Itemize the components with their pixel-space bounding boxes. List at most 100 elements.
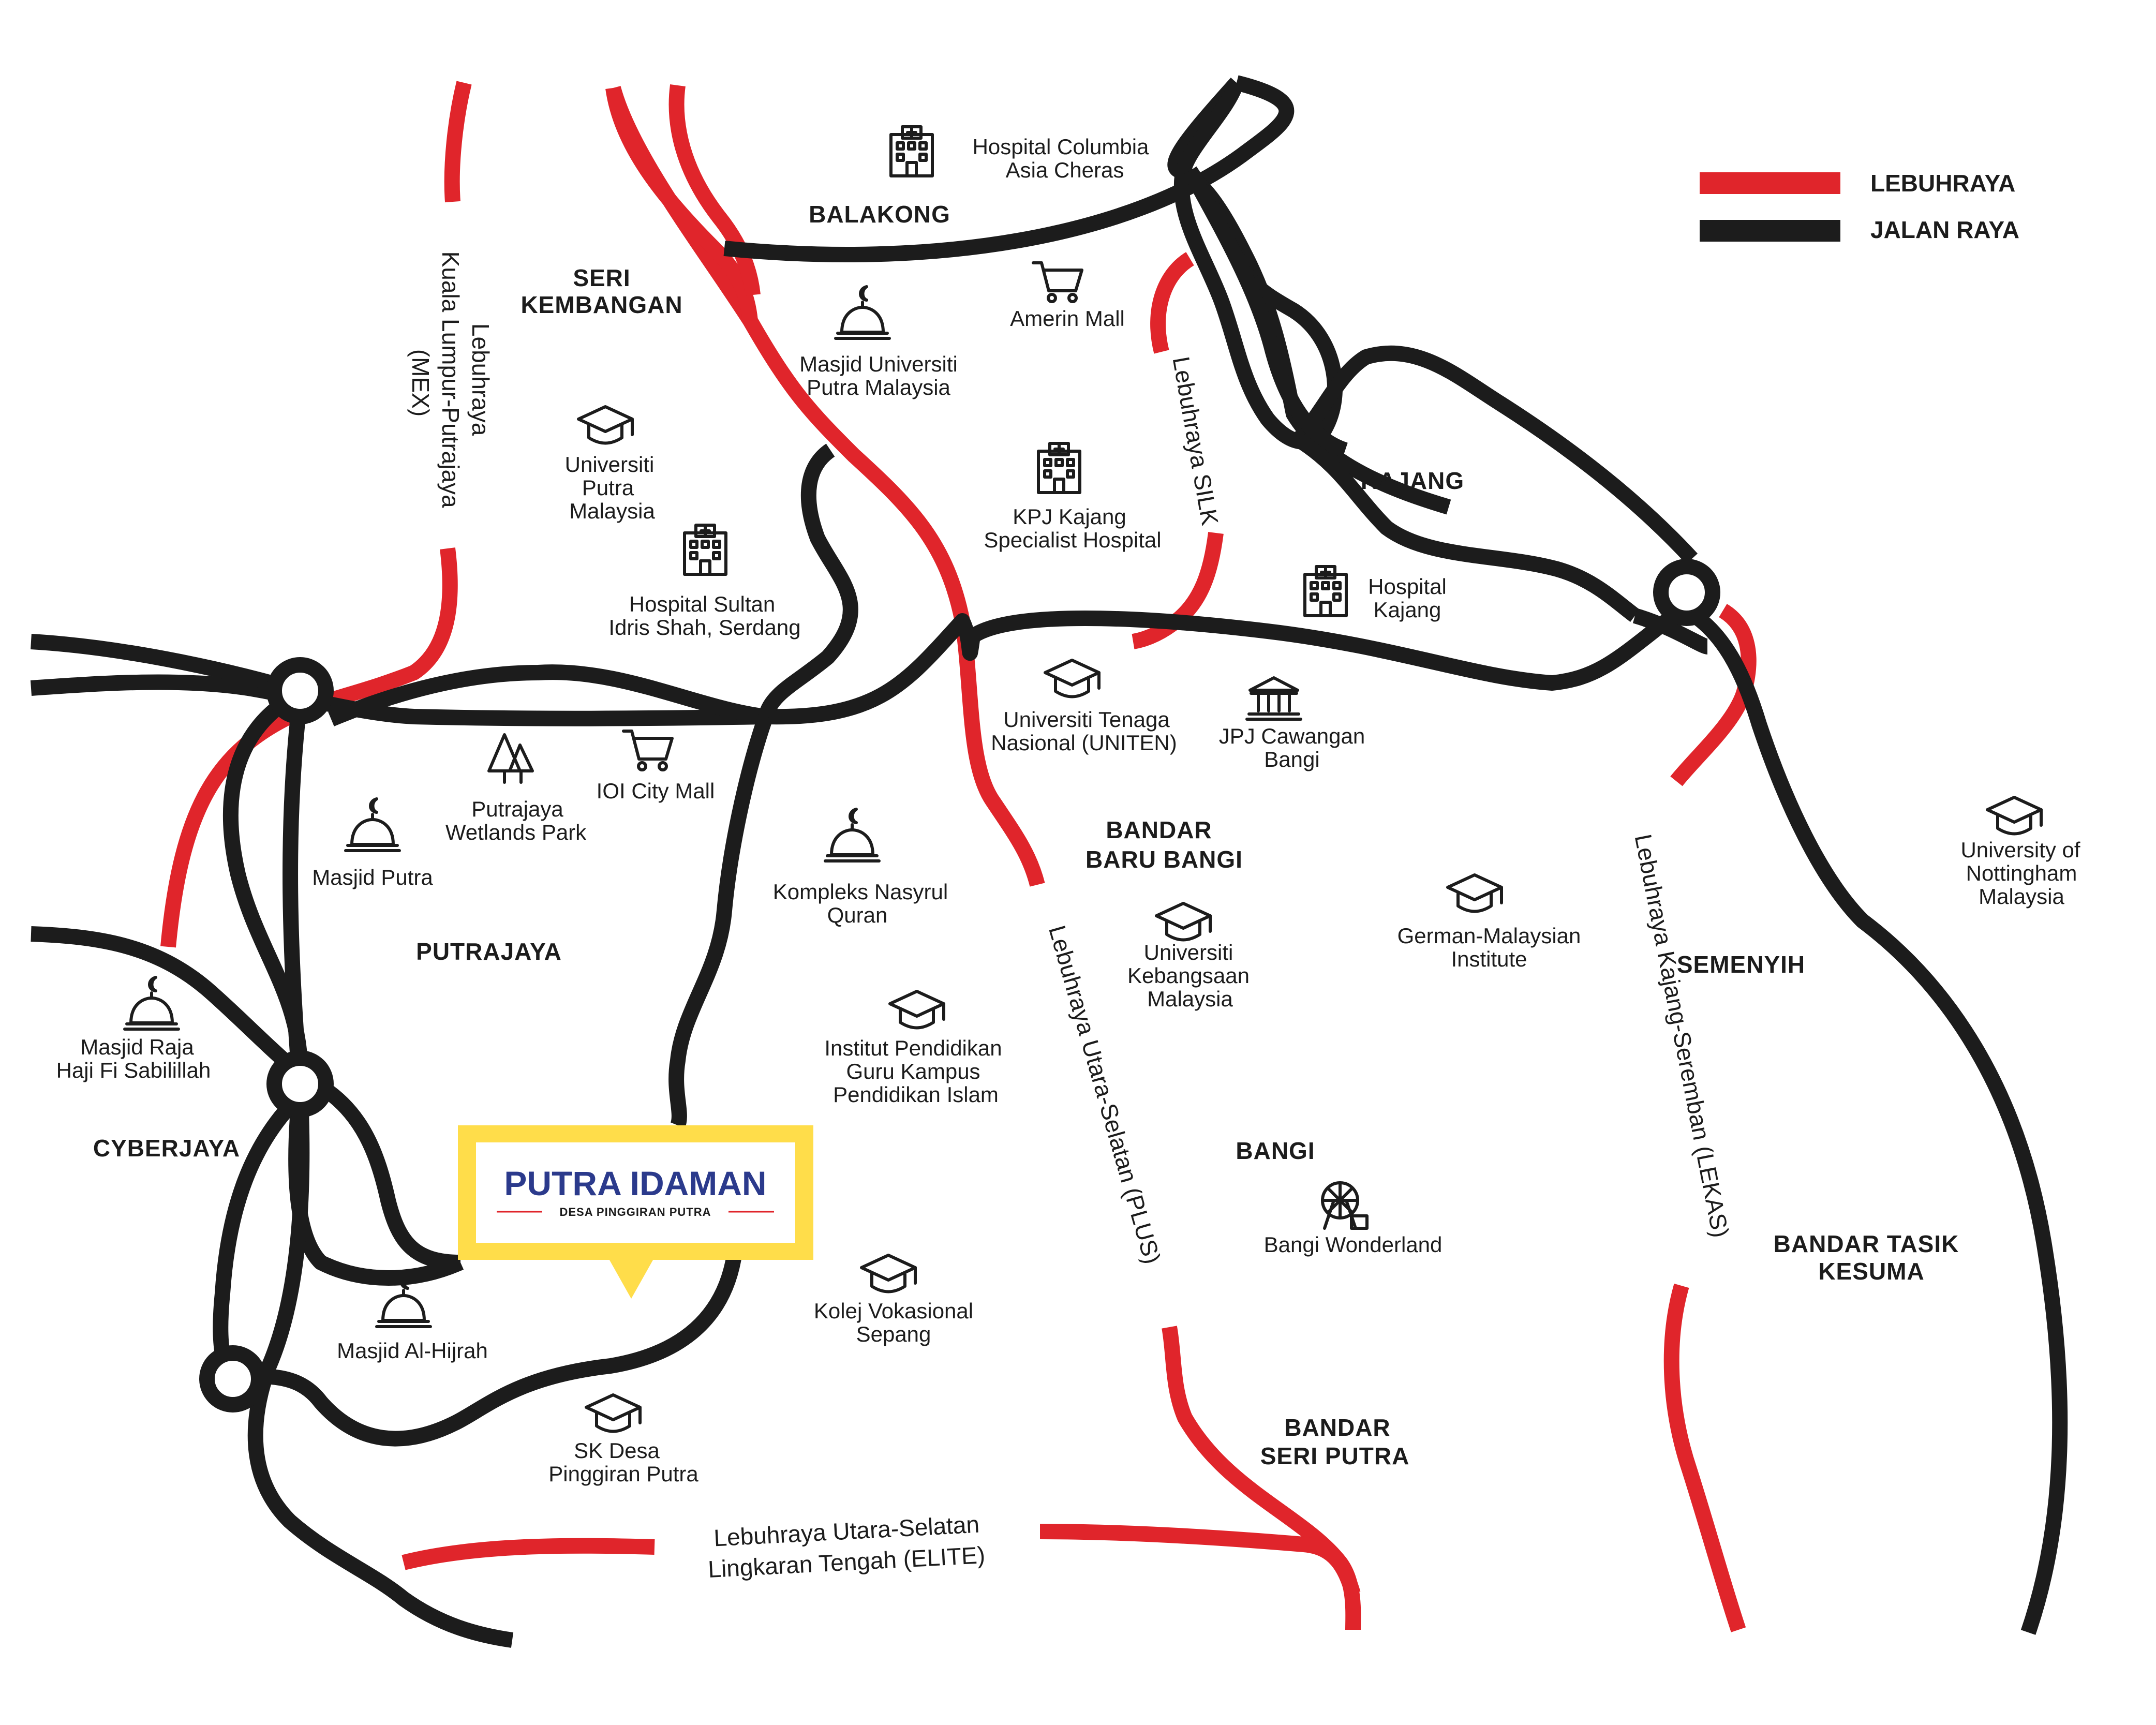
trees-icon	[489, 735, 532, 782]
shopping-cart-icon	[623, 731, 672, 770]
poi-masjid-raja[interactable]: Masjid Raja Haji Fi Sabilillah	[56, 977, 211, 1082]
poi-label: Universiti Tenaga	[1003, 707, 1170, 732]
legend-swatch-expressway	[1700, 172, 1840, 194]
interchange-cyberjaya[interactable]	[266, 1050, 334, 1118]
poi-sk-desa-pinggiran-putra[interactable]: SK Desa Pinggiran Putra	[548, 1395, 698, 1486]
poi-kpj-kajang[interactable]: KPJ Kajang Specialist Hospital	[984, 443, 1162, 552]
poi-gmi[interactable]: German-Malaysian Institute	[1397, 875, 1581, 971]
expressway-plus-north	[605, 86, 1045, 887]
interchange-layer	[199, 559, 1720, 1412]
expressway-elite-right	[1039, 1524, 1361, 1596]
road-label-mex: Lebuhraya Kuala Lumpur-Putrajaya (MEX)	[407, 251, 494, 515]
poi-nottingham[interactable]: University of Nottingham Malaysia	[1960, 797, 2080, 909]
poi-amerin-mall[interactable]: Amerin Mall	[1010, 263, 1125, 331]
road-label-silk: Lebuhraya SILK	[1168, 354, 1224, 527]
poi-label: Putrajaya	[471, 797, 563, 821]
graduation-cap-icon	[1156, 903, 1210, 940]
poi-label: Bangi Wonderland	[1264, 1232, 1443, 1257]
road-west-spine	[247, 697, 514, 1648]
road-kajang-ring-south	[1632, 608, 1709, 655]
poi-label: Nottingham	[1966, 861, 2077, 885]
poi-label: Malaysia	[1979, 884, 2064, 909]
interchange-cyberjaya-south[interactable]	[199, 1345, 266, 1412]
poi-wetlands-park[interactable]: Putrajaya Wetlands Park	[445, 735, 587, 844]
poi-hospital-columbia[interactable]: Hospital Columbia Asia Cheras	[891, 127, 1149, 182]
road-kajang-north	[1183, 167, 1348, 458]
poi-jpj-bangi[interactable]: JPJ Cawangan Bangi	[1219, 678, 1365, 771]
road-label-mex-1: Lebuhraya	[467, 323, 494, 436]
expressway-lekas-lower	[1663, 1283, 1746, 1632]
area-kajang: KAJANG	[1361, 467, 1464, 494]
road-cyberjaya	[31, 926, 461, 1270]
poi-hospital-kajang[interactable]: Hospital Kajang	[1305, 567, 1447, 622]
poi-ukm[interactable]: Universiti Kebangsaan Malaysia	[1127, 903, 1250, 1011]
poi-label: Guru Kampus	[846, 1059, 980, 1083]
poi-label: Malaysia	[1147, 987, 1233, 1011]
shopping-cart-icon	[1033, 263, 1082, 302]
graduation-cap-icon	[861, 1255, 915, 1292]
road-label-mex-2: Kuala Lumpur-Putrajaya	[437, 251, 464, 508]
graduation-cap-icon	[1448, 875, 1501, 912]
poi-uniten[interactable]: Universiti Tenaga Nasional (UNITEN)	[991, 660, 1177, 755]
brand-title: PUTRA IDAMAN	[504, 1164, 766, 1202]
ferris-wheel-icon	[1322, 1183, 1367, 1228]
graduation-cap-icon	[1045, 660, 1099, 697]
poi-label: Wetlands Park	[445, 820, 587, 844]
area-bandar-baru-bangi-2: BARU BANGI	[1086, 846, 1243, 873]
poi-hospital-serdang[interactable]: Hospital Sultan Idris Shah, Serdang	[608, 525, 801, 640]
poi-nasyrul-quran[interactable]: Kompleks Nasyrul Quran	[773, 809, 948, 927]
hospital-icon	[891, 127, 932, 176]
poi-label: Kajang	[1374, 598, 1441, 622]
interchange-kajang[interactable]	[1653, 559, 1720, 626]
expressway-branch-left	[605, 86, 758, 322]
poi-label: Pendidikan Islam	[833, 1082, 999, 1107]
expressway-layer	[160, 81, 1757, 1632]
poi-label: IOI City Mall	[597, 779, 715, 803]
area-bandar-baru-bangi-1: BANDAR	[1106, 816, 1212, 843]
expressway-silk-upper	[1150, 252, 1195, 354]
government-building-icon	[1247, 678, 1301, 719]
poi-label: JPJ Cawangan	[1219, 724, 1365, 748]
poi-label: Putra Malaysia	[807, 375, 950, 399]
poi-kolej-vokasional-sepang[interactable]: Kolej Vokasional Sepang	[814, 1255, 973, 1346]
area-putrajaya: PUTRAJAYA	[416, 938, 562, 965]
poi-label: Masjid Al-Hijrah	[337, 1339, 488, 1363]
graduation-cap-icon	[586, 1395, 640, 1432]
road-balakong-arc	[723, 75, 1295, 262]
area-bandar-seri-putra-2: SERI PUTRA	[1260, 1443, 1410, 1469]
area-bangi: BANGI	[1236, 1137, 1315, 1164]
poi-ipg[interactable]: Institut Pendidikan Guru Kampus Pendidik…	[824, 991, 1002, 1107]
brand-subtitle: DESA PINGGIRAN PUTRA	[560, 1206, 711, 1218]
poi-label: University of	[1960, 838, 2080, 862]
poi-masjid-putra[interactable]: Masjid Putra	[312, 799, 433, 889]
graduation-cap-icon	[1987, 797, 2041, 834]
hospital-icon	[1038, 443, 1080, 493]
poi-label: Hospital	[1368, 574, 1447, 599]
area-seri-kembangan-1: SERI	[573, 264, 630, 291]
graduation-cap-icon	[890, 991, 944, 1028]
poi-upm[interactable]: Universiti Putra Malaysia	[565, 407, 656, 523]
poi-label: Asia Cheras	[1006, 158, 1124, 182]
poi-label: Universiti	[1144, 940, 1233, 964]
poi-label: Masjid Raja	[80, 1035, 194, 1059]
area-bandar-tasik-kesuma-2: KESUMA	[1818, 1258, 1924, 1285]
poi-masjid-upm[interactable]: Masjid Universiti Putra Malaysia	[799, 287, 958, 399]
legend-label-expressway: LEBUHRAYA	[1870, 170, 2015, 197]
hospital-icon	[1305, 567, 1346, 616]
poi-label: Pinggiran Putra	[548, 1462, 698, 1486]
project-location-marker[interactable]: PUTRA IDAMAN DESA PINGGIRAN PUTRA	[458, 1125, 813, 1299]
poi-bangi-wonderland[interactable]: Bangi Wonderland	[1264, 1183, 1443, 1257]
marker-pointer	[608, 1257, 655, 1299]
poi-ioi-city-mall[interactable]: IOI City Mall	[597, 731, 715, 803]
road-putra-idaman-loop	[258, 1251, 742, 1447]
poi-label: Masjid Putra	[312, 865, 433, 889]
poi-label: Quran	[827, 903, 888, 927]
interchange-putrajaya-north[interactable]	[266, 657, 334, 724]
area-semenyih: SEMENYIH	[1677, 951, 1805, 978]
poi-masjid-al-hijrah[interactable]: Masjid Al-Hijrah	[337, 1275, 488, 1363]
area-seri-kembangan-2: KEMBANGAN	[521, 291, 682, 318]
poi-label: Sepang	[856, 1322, 931, 1346]
graduation-cap-icon	[578, 407, 632, 443]
